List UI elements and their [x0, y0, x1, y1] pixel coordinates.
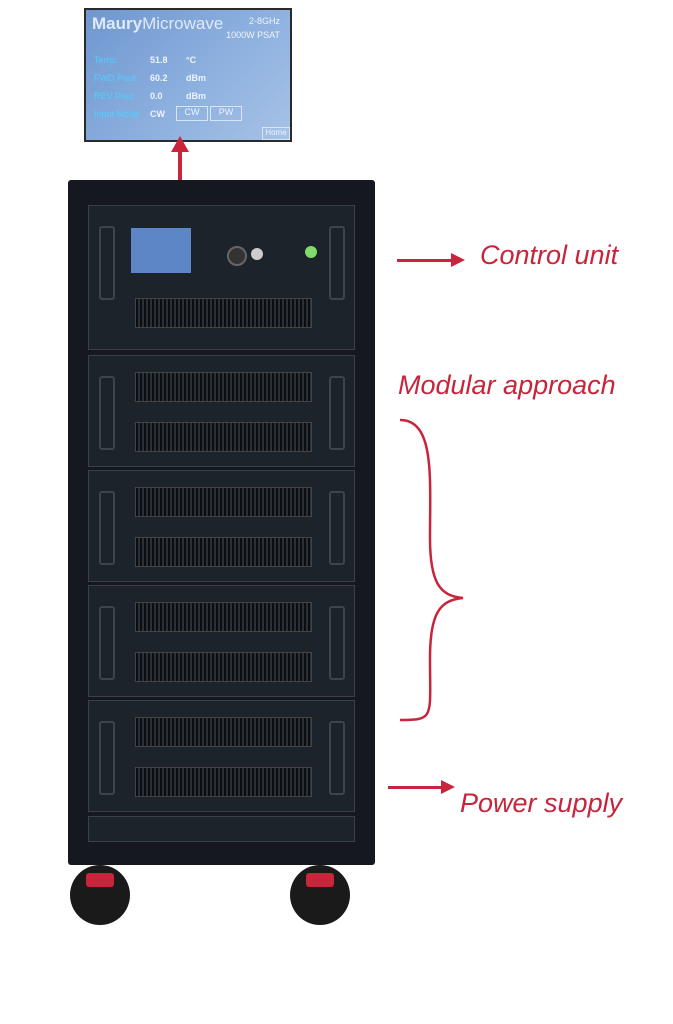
- control-unit-arrow: [397, 253, 465, 267]
- power-button: [305, 246, 317, 258]
- rf-button: [251, 248, 263, 260]
- cw-button[interactable]: CW: [176, 106, 208, 121]
- power-supply-label: Power supply: [460, 788, 623, 818]
- brand-logo: MauryMicrowave: [92, 14, 224, 33]
- knob: [227, 246, 247, 266]
- frequency-spec: 2-8GHz: [248, 16, 280, 26]
- amplifier-module-3: [88, 585, 355, 697]
- home-button[interactable]: Home: [262, 127, 290, 140]
- pw-button[interactable]: PW: [210, 106, 242, 121]
- amplifier-cabinet: [68, 180, 375, 865]
- power-spec: 1000W PSAT: [226, 30, 280, 40]
- power-supply-module: [88, 700, 355, 812]
- base-panel: [88, 816, 355, 842]
- modular-approach-label: Modular approach: [398, 370, 616, 400]
- control-unit-module: [88, 205, 355, 350]
- amplifier-module-1: [88, 355, 355, 467]
- front-panel-display: [131, 228, 191, 273]
- control-unit-label: Control unit: [480, 240, 619, 270]
- touchscreen-display-zoom: MauryMicrowave 2-8GHz 1000W PSAT Temp.51…: [84, 8, 292, 142]
- amplifier-module-2: [88, 470, 355, 582]
- arrow-head-icon: [171, 136, 189, 152]
- caster-right: [290, 865, 350, 925]
- caster-left: [70, 865, 130, 925]
- curly-brace-icon: [399, 418, 464, 722]
- power-supply-arrow: [388, 780, 455, 794]
